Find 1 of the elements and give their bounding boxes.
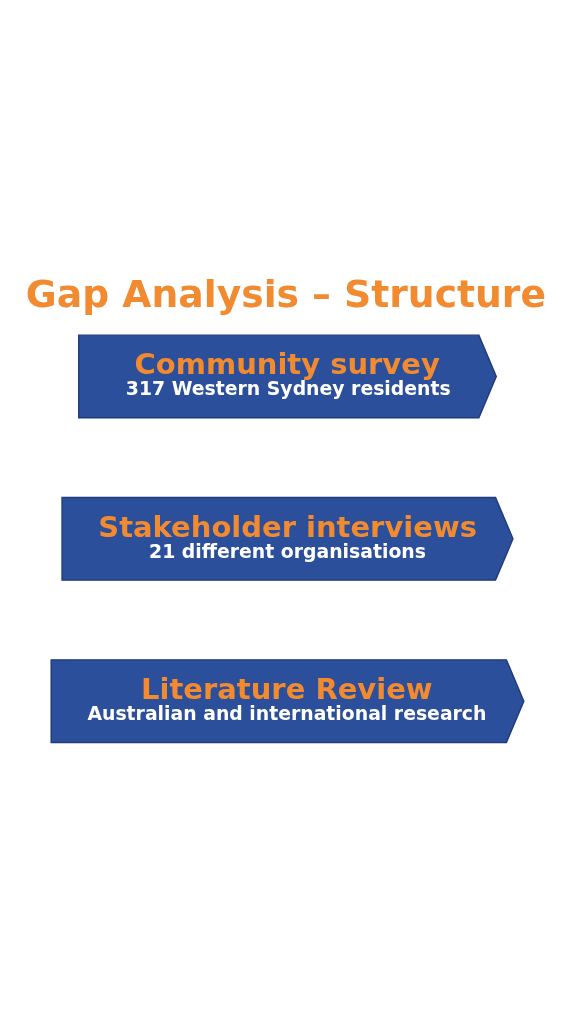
- diagram-title: Gap Analysis – Structure: [25, 271, 546, 316]
